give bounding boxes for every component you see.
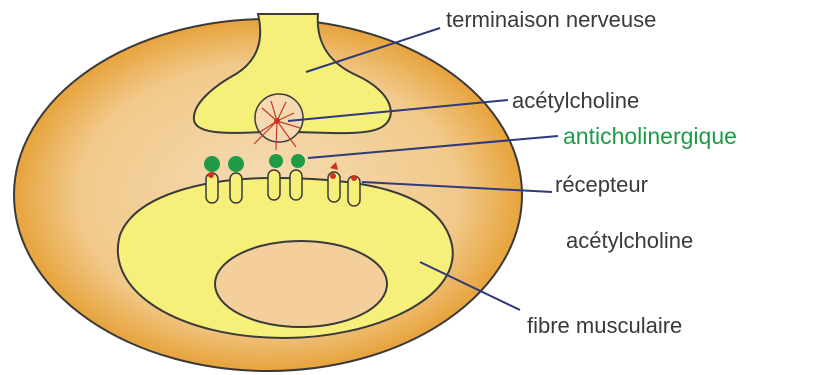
acetylcholine-dot <box>208 172 214 178</box>
label-acetylcholine-top: acétylcholine <box>512 90 639 112</box>
anticholinergic-dot <box>269 154 283 168</box>
label-receptor: récepteur <box>555 174 648 196</box>
label-acetylcholine-bottom: acétylcholine <box>566 230 693 252</box>
anticholinergic-dot <box>204 156 220 172</box>
anticholinergic-dot <box>228 156 244 172</box>
label-anticholinergic: anticholinergique <box>563 125 737 148</box>
label-muscle-fibre: fibre musculaire <box>527 315 682 337</box>
receptor <box>290 170 302 200</box>
acetylcholine-dot <box>274 118 280 124</box>
receptor <box>268 170 280 200</box>
muscle-inner-cavity <box>215 241 387 327</box>
acetylcholine-dot <box>330 173 336 179</box>
anticholinergic-dot <box>291 154 305 168</box>
acetylcholine-dot <box>351 175 357 181</box>
receptor <box>230 173 242 203</box>
label-nerve-terminal: terminaison nerveuse <box>446 9 656 31</box>
